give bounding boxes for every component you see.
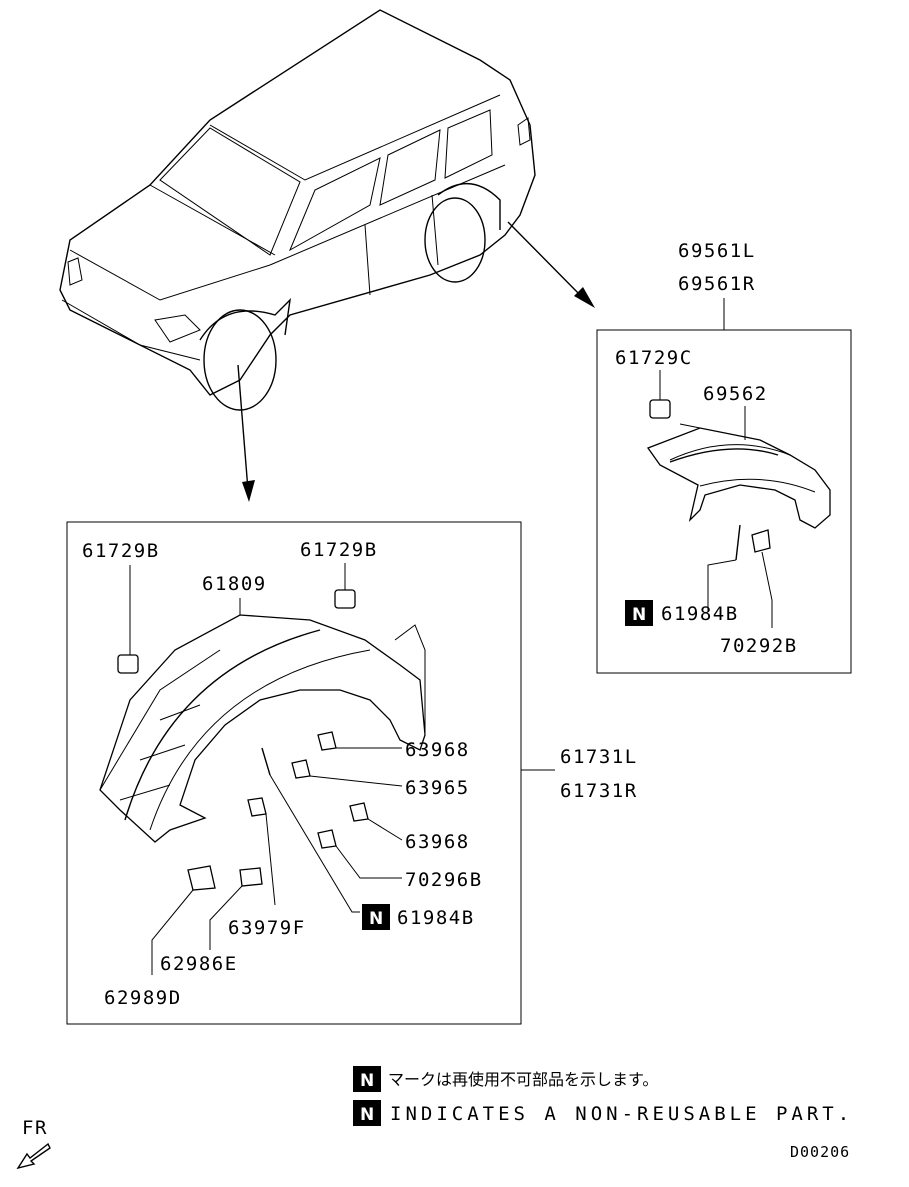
label-front-clip-right: 61729B xyxy=(300,539,378,561)
callout-arrows xyxy=(237,221,595,502)
label-front-molding: 61809 xyxy=(202,573,267,595)
diagram-code: D00206 xyxy=(790,1143,850,1161)
label-rear-group-1: 69561L xyxy=(678,240,756,262)
svg-text:N: N xyxy=(360,1105,374,1125)
vehicle-illustration xyxy=(59,9,536,411)
label-front-nut: 62986E xyxy=(160,953,238,975)
svg-text:N: N xyxy=(632,605,646,625)
label-front-clip-a: 63968 xyxy=(405,739,470,761)
label-front-clip-left: 61729B xyxy=(82,540,160,562)
label-rear-group-2: 69561R xyxy=(678,273,756,295)
label-front-screw: 70296B xyxy=(405,869,483,891)
label-front-rivet: 61984B xyxy=(397,907,475,929)
legend-symbol-jp xyxy=(353,1066,381,1092)
direction-label: FR xyxy=(22,1117,48,1139)
legend-japanese: マークは再使用不可部品を示します。 xyxy=(388,1070,658,1089)
label-rear-molding: 69562 xyxy=(703,383,768,405)
non-reusable-marker-front xyxy=(362,904,390,930)
svg-text:N: N xyxy=(369,909,383,929)
label-front-bracket: 62989D xyxy=(104,987,182,1009)
label-front-clip-b: 63965 xyxy=(405,777,470,799)
legend-english: INDICATES A NON-REUSABLE PART. xyxy=(390,1103,853,1125)
label-front-clip-c: 63968 xyxy=(405,831,470,853)
svg-text:N: N xyxy=(360,1071,374,1091)
front-direction-indicator: FR xyxy=(16,1117,51,1170)
legend: N マークは再使用不可部品を示します。 N INDICATES A NON-RE… xyxy=(353,1066,853,1126)
non-reusable-marker-rear xyxy=(625,600,653,626)
rear-detail-box: 69561L 69561R 61729C 69562 N 61984B 7029… xyxy=(596,240,852,674)
front-detail-box: 61729B 61729B 61809 xyxy=(66,521,638,1025)
label-rear-clip: 61729C xyxy=(615,347,693,369)
label-front-group-1: 61731L xyxy=(560,746,638,768)
label-front-group-2: 61731R xyxy=(560,780,638,802)
direction-arrow-icon xyxy=(16,1142,51,1170)
label-rear-screw: 70292B xyxy=(720,635,798,657)
label-front-washer: 63979F xyxy=(228,917,306,939)
legend-symbol-en xyxy=(353,1100,381,1126)
label-rear-rivet: 61984B xyxy=(661,603,739,625)
